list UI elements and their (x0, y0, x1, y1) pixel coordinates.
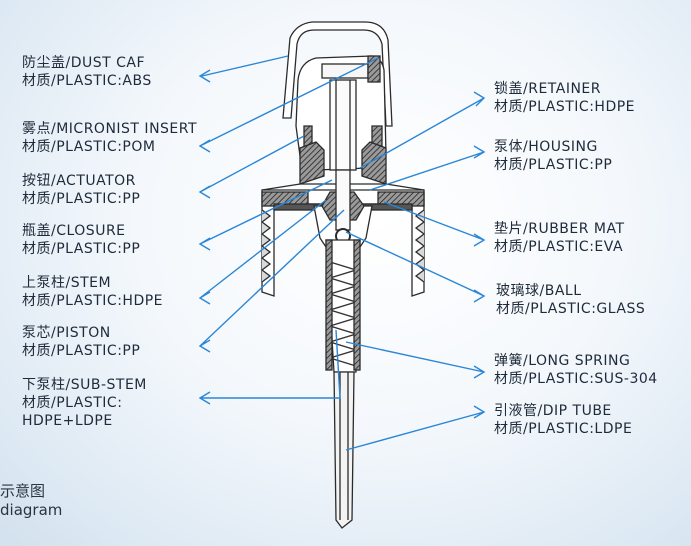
label-actuator: 按钮/ACTUATOR 材质/PLASTIC:PP (22, 172, 140, 208)
label-dust-cap-name: 防尘盖/DUST CAF (22, 55, 146, 71)
label-rubber-mat-name: 垫片/RUBBER MAT (494, 221, 625, 237)
arrow-housing (369, 145, 486, 191)
label-sub-stem-name: 下泵柱/SUB-STEM (22, 377, 147, 393)
label-closure-material: 材质/PLASTIC:PP (22, 241, 141, 257)
label-spring-name: 弹簧/LONG SPRING (494, 353, 631, 369)
arrow-rubber-mat (383, 201, 486, 247)
label-rubber-mat-material: 材质/PLASTIC:EVA (494, 239, 624, 255)
label-closure-name: 瓶盖/CLOSURE (22, 223, 126, 239)
label-rubber-mat: 垫片/RUBBER MAT 材质/PLASTIC:EVA (494, 220, 625, 256)
stem-shape (335, 169, 351, 231)
arrow-micronist (198, 57, 379, 153)
label-micronist-name: 雾点/MICRONIST INSERT (22, 121, 198, 137)
label-ball: 玻璃球/BALL 材质/PLASTIC:GLASS (496, 282, 645, 318)
arrow-stem (198, 199, 327, 305)
label-spring-material: 材质/PLASTIC:SUS-304 (494, 371, 658, 387)
label-ball-material: 材质/PLASTIC:GLASS (496, 301, 646, 317)
label-retainer-name: 锁盖/RETAINER (494, 81, 602, 97)
label-actuator-material: 材质/PLASTIC:PP (22, 191, 141, 207)
label-dip-tube-material: 材质/PLASTIC:LDPE (494, 421, 633, 437)
arrow-spring (345, 341, 486, 379)
arrow-piston (198, 209, 345, 353)
label-dust-cap: 防尘盖/DUST CAF 材质/PLASTIC:ABS (22, 54, 152, 90)
label-dip-tube: 引液管/DIP TUBE 材质/PLASTIC:LDPE (494, 402, 632, 438)
label-dip-tube-name: 引液管/DIP TUBE (494, 403, 612, 419)
arrow-ball (345, 231, 486, 303)
label-housing: 泵体/HOUSING 材质/PLASTIC:PP (494, 138, 612, 174)
label-piston-name: 泵芯/PISTON (22, 325, 111, 341)
label-piston: 泵芯/PISTON 材质/PLASTIC:PP (22, 324, 140, 360)
label-micronist-material: 材质/PLASTIC:POM (22, 139, 156, 155)
micronist-insert-shape (367, 55, 381, 83)
label-piston-material: 材质/PLASTIC:PP (22, 343, 141, 359)
label-retainer-material: 材质/PLASTIC:HDPE (494, 99, 636, 115)
arrow-retainer (359, 91, 486, 169)
label-housing-material: 材质/PLASTIC:PP (494, 157, 613, 173)
arrow-dip-tube (345, 405, 486, 451)
arrow-closure (198, 179, 333, 251)
arrow-actuator (198, 135, 305, 199)
label-sub-stem: 下泵柱/SUB-STEM 材质/PLASTIC: HDPE+LDPE (22, 376, 147, 430)
label-stem: 上泵柱/STEM 材质/PLASTIC:HDPE (22, 274, 163, 310)
retainer-shape (299, 141, 325, 185)
arrow-dust-cap (198, 55, 289, 83)
label-stem-material: 材质/PLASTIC:HDPE (22, 293, 164, 309)
caption-en: diagram (0, 501, 63, 519)
arrow-sub-stem (198, 329, 341, 405)
label-stem-name: 上泵柱/STEM (22, 275, 112, 291)
label-spring: 弹簧/LONG SPRING 材质/PLASTIC:SUS-304 (494, 352, 658, 388)
pump-drawing (260, 21, 426, 529)
label-dust-cap-material: 材质/PLASTIC:ABS (22, 73, 152, 89)
leader-lines (198, 55, 486, 451)
label-sub-stem-material: 材质/PLASTIC: (22, 395, 123, 411)
label-micronist: 雾点/MICRONIST INSERT 材质/PLASTIC:POM (22, 120, 197, 156)
label-retainer: 锁盖/RETAINER 材质/PLASTIC:HDPE (494, 80, 635, 116)
label-ball-name: 玻璃球/BALL (496, 283, 582, 299)
spring-shape (327, 261, 359, 367)
caption-cn: 示意图 (0, 482, 46, 500)
label-actuator-name: 按钮/ACTUATOR (22, 173, 136, 189)
label-closure: 瓶盖/CLOSURE 材质/PLASTIC:PP (22, 222, 140, 258)
dust-cap-shape (282, 21, 393, 127)
label-housing-name: 泵体/HOUSING (494, 139, 598, 155)
dip-tube-shape (333, 371, 355, 529)
label-sub-stem-material2: HDPE+LDPE (22, 413, 113, 429)
diagram-caption: 示意图 diagram (0, 482, 62, 520)
